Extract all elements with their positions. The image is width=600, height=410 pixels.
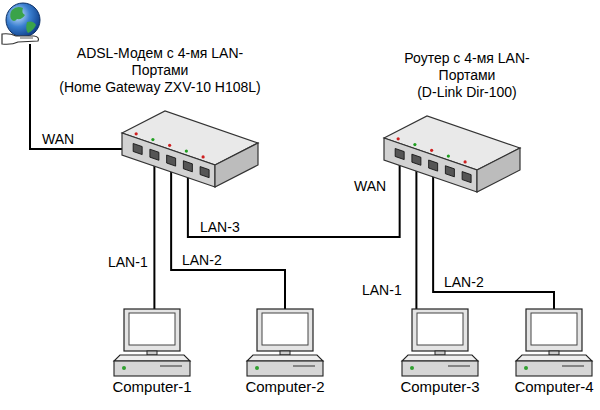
computer-label: Computer-1 <box>109 378 195 396</box>
port-label: LAN-1 <box>360 282 404 298</box>
port-label: LAN-1 <box>106 254 150 270</box>
device-icon <box>382 108 522 194</box>
network-cable <box>415 168 417 309</box>
port-label: LAN-2 <box>180 252 224 268</box>
network-device: ADSL-Модем с 4-мя LAN- Портами(Home Gate… <box>48 45 272 189</box>
device-icon <box>120 103 260 189</box>
computer-label: Computer-2 <box>242 378 328 396</box>
computer-icon <box>112 308 192 378</box>
computer-node: Computer-3 <box>397 308 483 396</box>
hand-icon <box>2 34 39 45</box>
globe-icon <box>6 3 40 37</box>
computer-icon <box>514 308 594 378</box>
globe-land <box>26 21 36 33</box>
computer-label: Computer-3 <box>397 378 483 396</box>
port-label: LAN-2 <box>442 274 486 290</box>
computer-icon <box>400 308 480 378</box>
port-label: WAN <box>40 131 76 147</box>
computer-node: Computer-1 <box>109 308 195 396</box>
computer-label: Computer-4 <box>511 378 597 396</box>
port-label: WAN <box>352 178 388 194</box>
port-label: LAN-3 <box>198 219 242 235</box>
network-cable <box>433 173 554 309</box>
globe-land <box>10 7 25 21</box>
device-heading: ADSL-Модем с 4-мя LAN- Портами <box>48 45 272 79</box>
device-heading: (Home Gateway ZXV-10 H108L) <box>48 79 272 96</box>
computer-node: Computer-2 <box>242 308 328 396</box>
network-cable <box>153 163 155 309</box>
device-heading: (D-Link Dir-100) <box>378 84 556 101</box>
device-heading: Роутер с 4-мя LAN- Портами <box>378 50 556 84</box>
hand-icon <box>20 38 33 39</box>
computer-icon <box>245 308 325 378</box>
network-device: Роутер с 4-мя LAN- Портами(D-Link Dir-10… <box>378 50 556 194</box>
computer-node: Computer-4 <box>511 308 597 396</box>
